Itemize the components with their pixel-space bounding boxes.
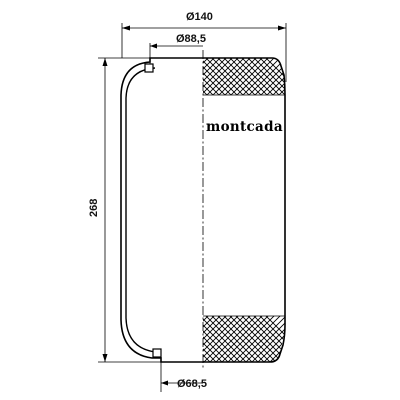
height-dimension: 268 <box>88 57 161 363</box>
top-diameter-label: Ø88,5 <box>176 33 206 45</box>
outer-diameter-label: Ø140 <box>186 11 213 23</box>
top-knurl-pattern <box>203 58 285 95</box>
bottom-diameter-dimension: Ø68,5 <box>160 358 207 392</box>
outer-diameter-dimension: Ø140 <box>121 11 287 82</box>
height-label: 268 <box>88 199 100 217</box>
brand-label: montcada <box>206 119 283 135</box>
top-bead-ring <box>144 63 154 73</box>
bottom-diameter-label: Ø68,5 <box>177 378 207 390</box>
bottom-knurl-pattern <box>203 316 285 362</box>
bellows-section-profile <box>120 57 203 363</box>
bellows-exterior-view: montcada <box>203 57 286 363</box>
bottom-bead-ring <box>152 348 162 358</box>
top-diameter-dimension: Ø88,5 <box>149 33 206 64</box>
